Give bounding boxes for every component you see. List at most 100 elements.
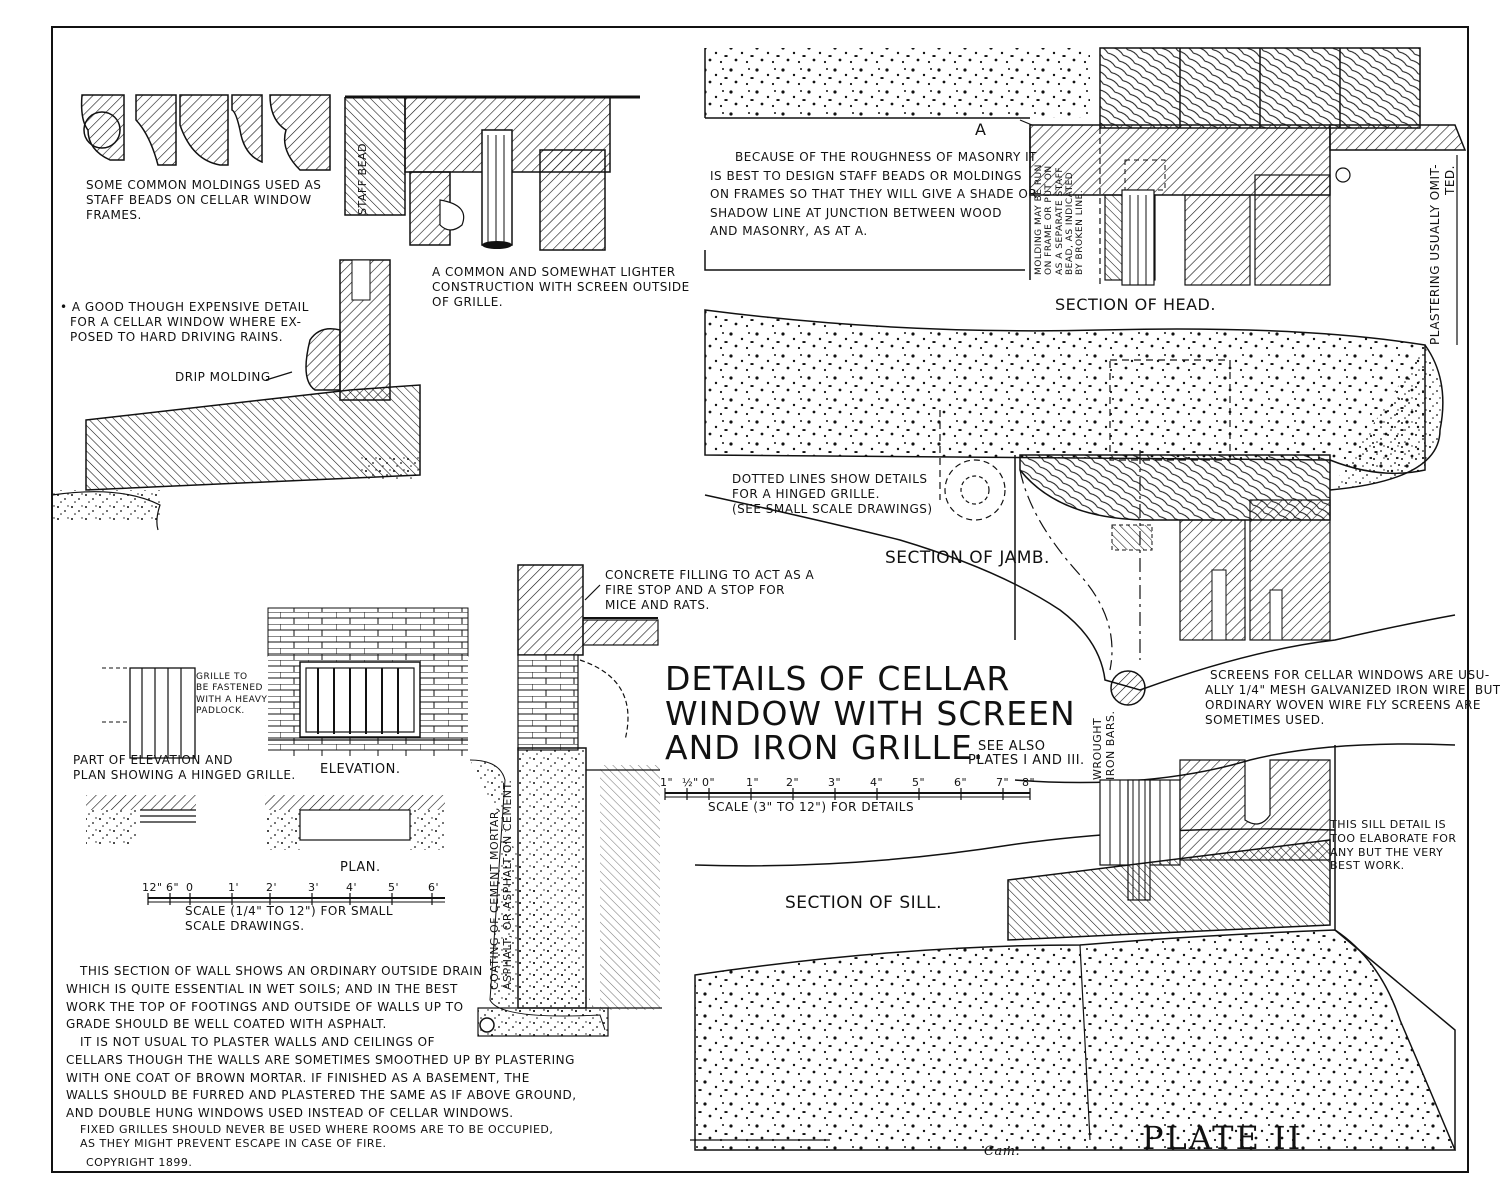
note-line: THIS SILL DETAIL IS [1330, 818, 1447, 831]
note-line: MOLDING MAY BE RUN [1034, 164, 1044, 275]
expensive-detail-note: • A GOOD THOUGH EXPENSIVE DETAIL FOR A C… [60, 300, 309, 345]
scale-tick-label: 0" [702, 776, 716, 789]
scale-tick-label: 5" [912, 776, 926, 789]
scale-tick-label: 4' [346, 881, 358, 894]
note-line: AND DOUBLE HUNG WINDOWS USED INSTEAD OF … [66, 1106, 514, 1120]
note-line: CONCRETE FILLING TO ACT AS A [605, 568, 815, 582]
scale-tick-label: 12" [142, 881, 163, 894]
note-line: PLAN SHOWING A HINGED GRILLE. [73, 768, 296, 782]
grille-fasten-note: GRILLE TO BE FASTENED WITH A HEAVY PADLO… [196, 672, 267, 717]
note-line: BE FASTENED [196, 683, 263, 694]
sill-detail-note: THIS SILL DETAIL IS TOO ELABORATE FOR AN… [1330, 818, 1457, 873]
dotted-lines-note: DOTTED LINES SHOW DETAILS FOR A HINGED G… [732, 472, 933, 517]
note-line: CELLARS THOUGH THE WALLS ARE SOMETIMES S… [66, 1052, 575, 1067]
staff-bead-label: STAFF BEAD [356, 142, 369, 215]
note-line: AND MASONRY, AS AT A. [710, 224, 868, 239]
roughness-note: BECAUSE OF THE ROUGHNESS OF MASONRY IT I… [710, 148, 1037, 241]
note-line: THIS SECTION OF WALL SHOWS AN ORDINARY O… [80, 964, 483, 978]
note-line: FRAMES. [86, 208, 142, 222]
note-line: PART OF ELEVATION AND [73, 753, 234, 767]
note-line: BECAUSE OF THE ROUGHNESS OF MASONRY IT [735, 150, 1037, 164]
elevation-drawing [267, 607, 469, 756]
section-of-jamb-drawing [704, 309, 1456, 706]
note-line: IRON BARS. [1103, 710, 1117, 780]
note-line: TOO ELABORATE FOR [1330, 831, 1457, 845]
note-line: BEAD, AS INDICATED [1065, 171, 1076, 275]
coating-note: COATING OF CEMENT MORTAR, ASPHALT, OR AS… [488, 780, 514, 990]
note-line: POSED TO HARD DRIVING RAINS. [70, 330, 284, 344]
note-line: ON FRAME OR PUT ON [1044, 165, 1055, 275]
note-line: IT IS NOT USUAL TO PLASTER WALLS AND CEI… [80, 1035, 436, 1049]
scale-tick-label: 6" [954, 776, 968, 789]
note-line: SEE ALSO [978, 739, 1046, 754]
plate-border [51, 26, 1469, 1173]
note-line: STAFF BEADS ON CELLAR WINDOW [86, 193, 312, 207]
note-line: • A GOOD THOUGH EXPENSIVE DETAIL [60, 300, 309, 314]
note-line: CONSTRUCTION WITH SCREEN OUTSIDE [432, 280, 690, 294]
note-line: WROUGHT [1091, 717, 1104, 780]
molding-run-note: MOLDING MAY BE RUN ON FRAME OR PUT ON AS… [1034, 164, 1086, 275]
scale-tick-label: 6' [428, 881, 440, 894]
note-line: WITH ONE COAT OF BROWN MORTAR. IF FINISH… [66, 1070, 530, 1085]
scale-tick-label: 1" [746, 776, 760, 789]
wrought-iron-label: WROUGHT IRON BARS. [1091, 710, 1117, 780]
note-line: OF GRILLE. [432, 295, 504, 309]
note-line: COATING OF CEMENT MORTAR, [488, 806, 501, 990]
note-line: ALLY 1/4" MESH GALVANIZED IRON WIRE; BUT [1205, 683, 1500, 697]
note-line: FIRE STOP AND A STOP FOR [605, 583, 786, 597]
scale-details-caption: SCALE (3" TO 12") FOR DETAILS [708, 800, 915, 814]
concrete-filling-note: CONCRETE FILLING TO ACT AS A FIRE STOP A… [605, 568, 814, 613]
note-line: SCALE DRAWINGS. [185, 919, 305, 933]
copyright: COPYRIGHT 1899. [86, 1156, 193, 1169]
moldings-drawing [80, 94, 331, 171]
note-line: A COMMON AND SOMEWHAT LIGHTER [432, 265, 676, 279]
drip-molding-drawing [51, 259, 421, 531]
see-also-note: SEE ALSO PLATES I AND III. [968, 740, 1085, 767]
note-line: ON FRAMES SO THAT THEY WILL GIVE A SHADE… [710, 187, 1038, 202]
note-line: WORK THE TOP OF FOOTINGS AND OUTSIDE OF … [66, 999, 464, 1014]
section-of-sill-drawing [690, 743, 1457, 1151]
note-line: AS THEY MIGHT PREVENT ESCAPE IN CASE OF … [80, 1136, 387, 1150]
note-line: WITH A HEAVY [196, 694, 268, 705]
wall-section-note: THIS SECTION OF WALL SHOWS AN ORDINARY O… [66, 963, 577, 1150]
part-elevation-note: PART OF ELEVATION AND PLAN SHOWING A HIN… [73, 753, 296, 783]
mark-a-label: A [975, 120, 987, 139]
screens-note: SCREENS FOR CELLAR WINDOWS ARE USU- ALLY… [1205, 668, 1500, 728]
scale-tick-label: 8" [1022, 776, 1036, 789]
note-line: AS A SEPARATE STAFF [1054, 166, 1065, 275]
note-line: ANY BUT THE VERY [1330, 845, 1444, 859]
moldings-note: SOME COMMON MOLDINGS USED AS STAFF BEADS… [86, 178, 321, 223]
note-line: GRADE SHOULD BE WELL COATED WITH ASPHALT… [66, 1017, 387, 1032]
note-line: SCALE (1/4" TO 12") FOR SMALL [185, 904, 394, 918]
note-line: ASPHALT, OR ASPHALT ON CEMENT. [501, 779, 515, 990]
note-line: SOMETIMES USED. [1205, 713, 1325, 727]
lighter-construction-note: A COMMON AND SOMEWHAT LIGHTER CONSTRUCTI… [432, 265, 690, 310]
plan-drawing [86, 795, 445, 850]
scale-tick-label: 2' [266, 881, 278, 894]
scale-tick-label: 0 [186, 881, 194, 894]
scale-bar-details [664, 788, 1031, 800]
signature: Cam. [984, 1144, 1021, 1159]
scale-bar-small [147, 893, 445, 905]
scale-tick-label: 6" [166, 881, 180, 894]
section-of-jamb-label: SECTION OF JAMB. [885, 548, 1050, 568]
note-line: ORDINARY WOVEN WIRE FLY SCREENS ARE [1205, 698, 1481, 712]
title-line: DETAILS OF CELLAR [665, 659, 1011, 698]
note-line: PADLOCK. [196, 705, 245, 716]
note-line: (SEE SMALL SCALE DRAWINGS) [732, 502, 933, 516]
drip-molding-label: DRIP MOLDING [175, 370, 271, 384]
scale-tick-label: 3" [828, 776, 842, 789]
note-line: BY BROKEN LINE. [1075, 189, 1086, 275]
section-of-head-label: SECTION OF HEAD. [1055, 295, 1216, 314]
note-line: SOME COMMON MOLDINGS USED AS [86, 178, 322, 192]
note-line: WHICH IS QUITE ESSENTIAL IN WET SOILS; A… [66, 981, 458, 996]
scale-tick-label: 5' [388, 881, 400, 894]
title-line: WINDOW WITH SCREEN [665, 693, 1076, 733]
plan-label: PLAN. [340, 860, 381, 875]
note-line: PLATES I AND III. [968, 752, 1085, 768]
scale-tick-label: 1" [660, 776, 674, 789]
note-line: MICE AND RATS. [605, 598, 710, 612]
note-line: DOTTED LINES SHOW DETAILS [732, 472, 928, 486]
title-line: AND IRON GRILLE. [665, 728, 985, 768]
